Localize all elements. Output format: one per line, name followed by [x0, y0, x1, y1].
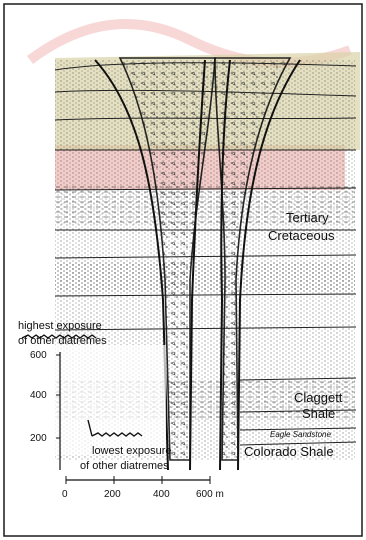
vscale-tick-400: 400 — [30, 390, 47, 401]
label-lowest-exposure-2: of other diatremes — [80, 460, 169, 472]
hscale-tick-600: 600 m — [196, 489, 224, 500]
label-claggett: Claggett — [294, 390, 343, 405]
label-eagle-sandstone: Eagle Sandstone — [270, 430, 331, 439]
vscale-tick-600: 600 — [30, 350, 47, 361]
label-lowest-exposure-1: lowest exposure — [92, 445, 172, 457]
label-highest-exposure-1: highest exposure — [18, 320, 102, 332]
label-tertiary: Tertiary — [286, 210, 329, 225]
hscale-tick-0: 0 — [62, 489, 68, 500]
horizontal-scale: 0 200 400 600 m — [62, 476, 224, 500]
hscale-tick-400: 400 — [153, 489, 170, 500]
label-shale: Shale — [302, 406, 335, 421]
vscale-tick-200: 200 — [30, 433, 47, 444]
label-highest-exposure-2: of other diatremes — [18, 335, 107, 347]
hscale-tick-200: 200 — [104, 489, 121, 500]
label-colorado-shale: Colorado Shale — [244, 444, 334, 459]
label-cretaceous: Cretaceous — [268, 228, 335, 243]
